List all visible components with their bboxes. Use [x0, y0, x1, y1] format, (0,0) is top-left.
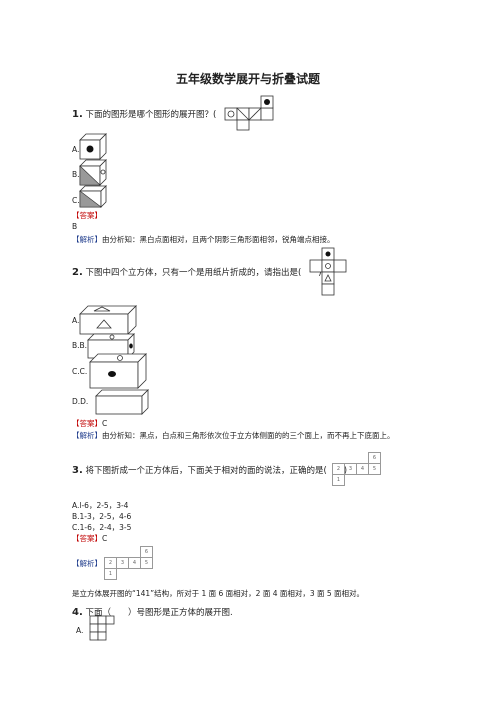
question-4: 4. 下面（ ）号图形是正方体的展开图.: [72, 606, 233, 618]
net-cell: 6: [140, 546, 153, 558]
q3-net-figure: 6 2 3 4 5 1: [332, 452, 381, 486]
question-text: 下图中四个立方体，只有一个是用纸片折成的，请指出是( ): [85, 268, 322, 278]
q3-option-c[interactable]: C.1-6，2-4，3-5: [72, 523, 132, 532]
q4-net-a[interactable]: [89, 615, 120, 642]
q3-analysis-net-figure: 6 2 3 4 5 1: [104, 546, 153, 580]
answer-text: C: [102, 419, 108, 428]
net-cell: 3: [116, 557, 129, 569]
net-cell: 5: [140, 557, 153, 569]
q3-answer: 【答案】C: [72, 533, 107, 544]
q2-cube-a[interactable]: [79, 305, 138, 336]
option-c-label: C.C.: [72, 367, 88, 376]
question-text: 下面的图形是哪个图形的展开图？( ): [85, 110, 237, 120]
option-c-label: C.: [72, 196, 80, 205]
q1-answer: B: [72, 222, 78, 231]
question-number: 2.: [72, 267, 83, 278]
q3-option-b[interactable]: B.1-3，2-5，4-6: [72, 512, 132, 521]
question-text: 将下图折成一个正方体后，下面关于相对的面的说法，正确的是( ): [85, 466, 348, 476]
q2-net-figure: [309, 247, 347, 296]
q2-answer: 【答案】C: [72, 418, 107, 429]
analysis-label: 【解析】: [72, 431, 102, 440]
net-cell: 2: [332, 463, 345, 475]
question-2: 2. 下图中四个立方体，只有一个是用纸片折成的，请指出是( ): [72, 266, 322, 278]
option-a-label: A.: [72, 145, 80, 154]
net-cell: 2: [104, 557, 117, 569]
q4-option-a-label: A.: [76, 626, 84, 635]
q1-analysis: 【解析】由分析知：黑白点面相对，且两个阴影三角形面相邻，锐角端点相接。: [72, 234, 335, 245]
analysis-text: 由分析知：黑白点面相对，且两个阴影三角形面相邻，锐角端点相接。: [102, 235, 335, 244]
q1-cube-c[interactable]: [79, 185, 108, 208]
question-number: 1.: [72, 109, 83, 120]
page-title: 五年级数学展开与折叠试题: [175, 72, 320, 86]
net-cell: 1: [332, 474, 345, 486]
option-a-label: A.: [72, 316, 80, 325]
net-cell: 3: [344, 463, 357, 475]
q2-analysis: 【解析】由分析知：黑点，白点和三角形依次位于立方体侧面的的三个面上，而不再上下底…: [72, 430, 395, 441]
q1-answer-label: 【答案】: [72, 211, 102, 220]
option-b-label: B.B.: [72, 341, 88, 350]
q1-cube-b[interactable]: [79, 159, 108, 186]
question-number: 4.: [72, 607, 83, 618]
q3-analysis-text: 是立方体展开图的“141”结构，所对于 1 面 6 面相对，2 面 4 面相对，…: [72, 589, 365, 598]
q1-cube-a[interactable]: [79, 133, 108, 160]
q2-cube-d[interactable]: [95, 389, 150, 416]
answer-text: C: [102, 534, 108, 543]
q3-option-a[interactable]: A.l-6，2-5，3-4: [72, 501, 129, 510]
net-cell: 5: [368, 463, 381, 475]
analysis-text: 由分析知：黑点，白点和三角形依次位于立方体侧面的的三个面上，而不再上下底面上。: [102, 431, 395, 440]
option-b-label: B.: [72, 170, 80, 179]
question-3: 3. 将下图折成一个正方体后，下面关于相对的面的说法，正确的是( ): [72, 464, 347, 476]
answer-label: 【答案】: [72, 534, 102, 543]
question-1: 1. 下面的图形是哪个图形的展开图？( ): [72, 108, 237, 120]
q3-analysis-label: 【解析】: [72, 559, 102, 568]
net-cell: 4: [356, 463, 369, 475]
net-cell: 1: [104, 568, 117, 580]
net-cell: 6: [368, 452, 381, 464]
option-d-label: D.D.: [72, 397, 89, 406]
answer-label: 【答案】: [72, 419, 102, 428]
question-text: 下面（ ）号图形是正方体的展开图.: [85, 608, 233, 618]
q2-cube-c[interactable]: [89, 353, 148, 390]
analysis-label: 【解析】: [72, 235, 102, 244]
net-cell: 4: [128, 557, 141, 569]
q1-net-figure: [224, 95, 274, 131]
question-number: 3.: [72, 465, 83, 476]
q2-cube-b[interactable]: [87, 333, 140, 360]
